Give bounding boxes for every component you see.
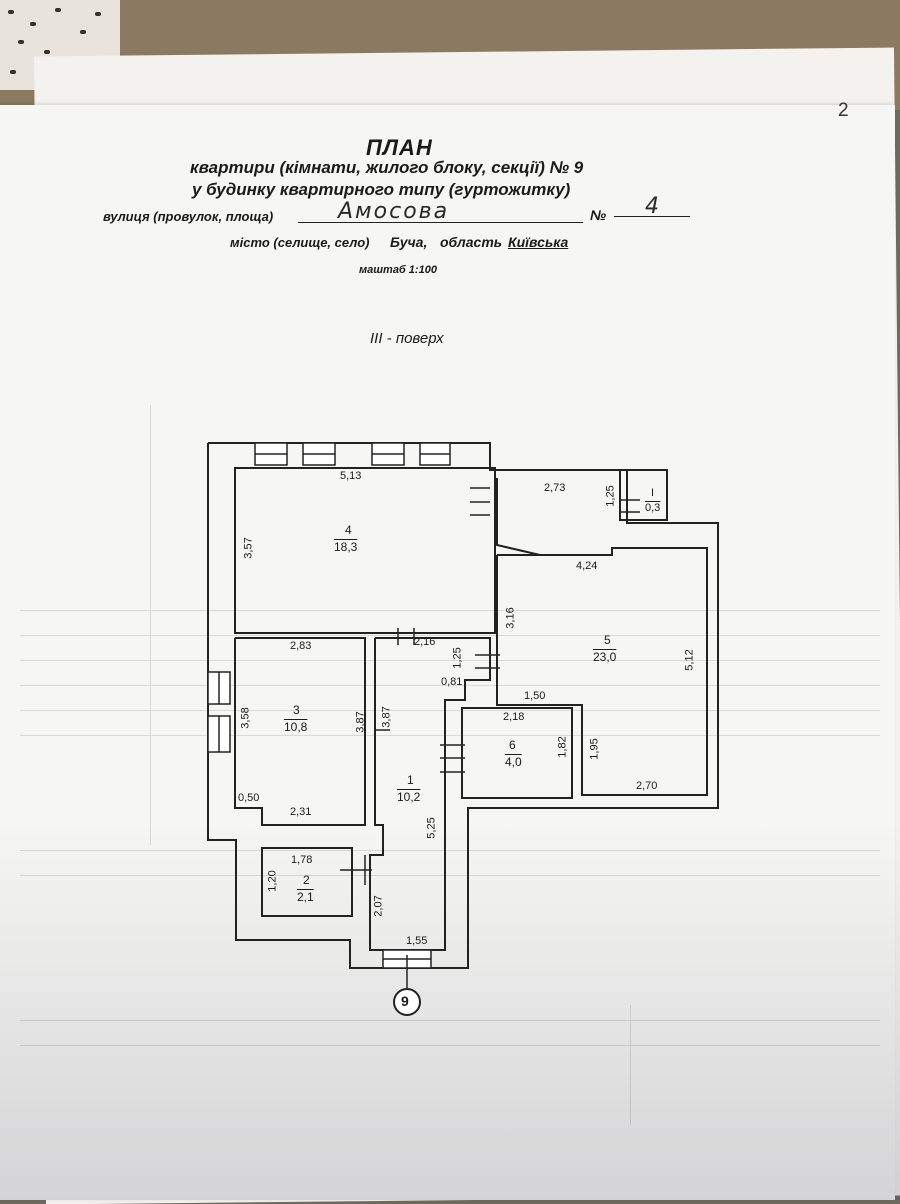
floor-label: III - поверх xyxy=(370,330,444,347)
room-4-area: 18,3 xyxy=(334,540,358,554)
dim-label: 0,81 xyxy=(441,676,463,688)
dim-label: 1,95 xyxy=(588,738,601,760)
dim-label: 3,58 xyxy=(239,707,252,729)
dim-label: 1,55 xyxy=(406,935,428,947)
dim-label: 5,13 xyxy=(340,470,362,482)
city-value: Буча, xyxy=(390,234,428,250)
region-label: область xyxy=(440,234,503,250)
number-label: № xyxy=(590,207,607,223)
dim-label: 1,82 xyxy=(556,736,569,758)
walls xyxy=(207,442,719,969)
room-I-id: I xyxy=(651,487,655,499)
dim-label: 1,20 xyxy=(266,870,279,892)
dim-label: 3,87 xyxy=(354,711,367,733)
dim-label: 1,25 xyxy=(604,485,617,507)
dim-label: 2,70 xyxy=(636,780,658,792)
dim-label: 2,83 xyxy=(290,640,312,652)
dim-label: 0,50 xyxy=(238,792,260,804)
dim-label: 4,24 xyxy=(576,560,598,572)
title-line-2: у будинку квартирного типу (гуртожитку) xyxy=(192,180,571,199)
page-title: ПЛАН xyxy=(366,135,433,160)
dim-label: 1,78 xyxy=(291,854,313,866)
room-6-id: 6 xyxy=(509,738,516,752)
room-I-area: 0,3 xyxy=(645,502,661,514)
room-4-id: 4 xyxy=(345,523,352,537)
document-page xyxy=(0,105,895,1200)
dim-label: 3,16 xyxy=(504,607,517,629)
city-label: місто (селище, село) xyxy=(230,235,370,250)
dim-label: 5,12 xyxy=(683,649,696,671)
dim-label: 2,07 xyxy=(372,895,385,917)
page-number: 2 xyxy=(838,100,849,121)
dim-label: 1,50 xyxy=(524,690,546,702)
dim-label: 2,31 xyxy=(290,806,312,818)
room-6-area: 4,0 xyxy=(505,755,522,769)
room-5-id: 5 xyxy=(604,633,611,647)
scale-label: маштаб 1:100 xyxy=(359,264,437,276)
room-5-area: 23,0 xyxy=(593,650,617,664)
dim-label: 3,57 xyxy=(242,537,255,559)
windows xyxy=(207,442,451,969)
title-line-1: квартири (кімнати, жилого блоку, секції)… xyxy=(190,158,584,177)
room-1-area: 10,2 xyxy=(397,790,421,804)
dim-label: 3,87 xyxy=(380,706,393,728)
axis-label: 9 xyxy=(401,993,409,1009)
region-value: Київська xyxy=(508,234,569,250)
street-value: Амосова xyxy=(338,199,450,224)
doors xyxy=(340,487,640,885)
axis-marker xyxy=(393,988,421,1016)
room-2-id: 2 xyxy=(303,873,310,887)
room-3-id: 3 xyxy=(293,703,300,717)
dim-label: 5,25 xyxy=(425,817,438,839)
dim-label: 2,73 xyxy=(544,482,566,494)
room-2-area: 2,1 xyxy=(297,890,314,904)
street-label: вулиця (провулок, площа) xyxy=(103,209,274,224)
dim-label: 2,18 xyxy=(503,711,525,723)
number-value: 4 xyxy=(645,194,659,219)
dim-label: 1,25 xyxy=(451,647,464,669)
street-underline xyxy=(298,222,583,223)
number-underline xyxy=(614,216,690,217)
room-1-id: 1 xyxy=(407,773,414,787)
room-3-area: 10,8 xyxy=(284,720,308,734)
dim-label: 2,16 xyxy=(414,636,436,648)
